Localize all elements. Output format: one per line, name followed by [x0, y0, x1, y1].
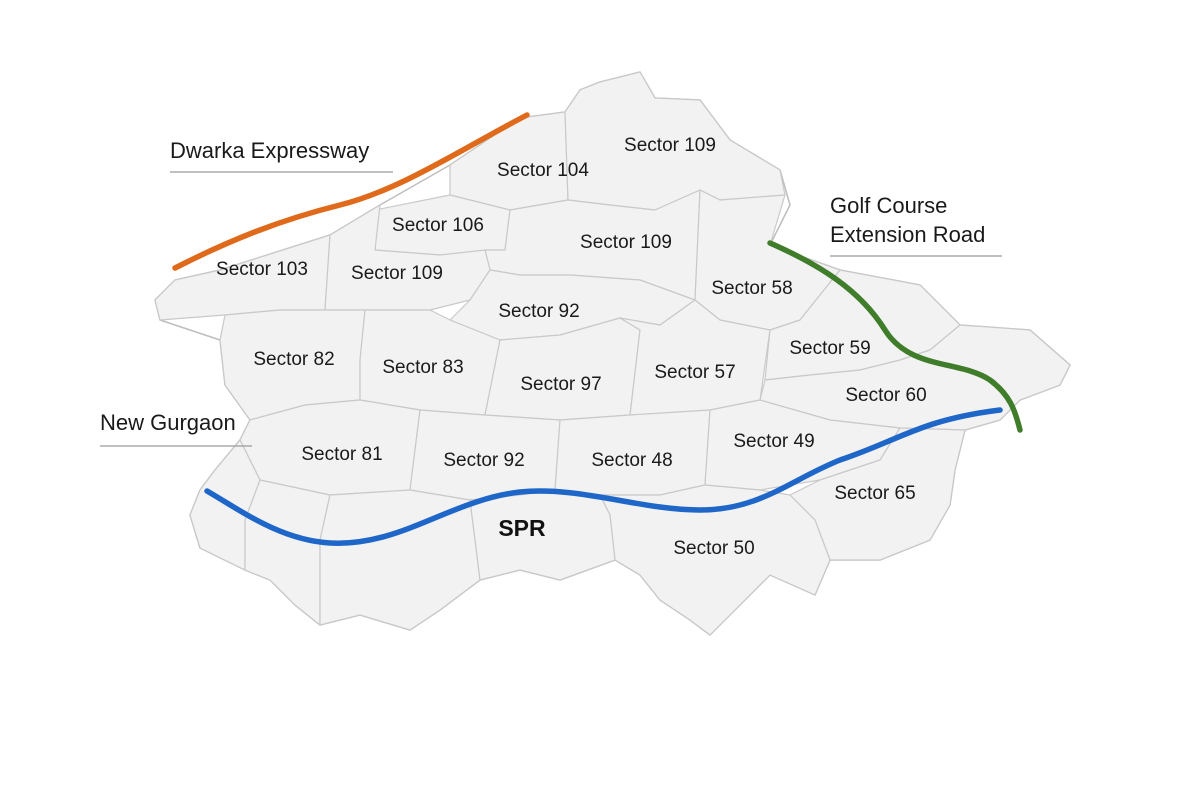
new-gurgaon-label: New Gurgaon [100, 410, 236, 435]
dwarka-expressway-line [172, 112, 530, 271]
sector-label-49: Sector 49 [733, 431, 814, 452]
sector-label-97: Sector 97 [520, 374, 601, 395]
sector-shape-spr-left-2 [244, 479, 331, 626]
sector-label-82: Sector 82 [253, 349, 334, 370]
spr-road-line [204, 407, 1003, 546]
sector-shape-spr-left-3 [319, 489, 481, 631]
sector-shapes [154, 71, 1071, 636]
sector-label-57: Sector 57 [654, 362, 735, 383]
sector-label-65: Sector 65 [834, 483, 915, 504]
sector-shape-57 [619, 299, 771, 416]
sector-label-83: Sector 83 [382, 357, 463, 378]
dwarka-expressway-label: Dwarka Expressway [170, 138, 369, 163]
sector-shape-65 [789, 427, 966, 561]
sector-label-81: Sector 81 [301, 444, 382, 465]
sector-label-106: Sector 106 [392, 215, 484, 236]
spr-label: SPR [498, 515, 546, 541]
sector-label-109-left: Sector 109 [351, 263, 443, 284]
sector-shape-50 [599, 484, 831, 636]
golf-course-label-line2: Extension Road [830, 222, 985, 247]
golf-course-extension-road-line [767, 240, 1023, 433]
sector-label-92-bottom: Sector 92 [443, 450, 524, 471]
sector-label-48: Sector 48 [591, 450, 672, 471]
sector-label-50: Sector 50 [673, 538, 754, 559]
sector-label-58: Sector 58 [711, 278, 792, 299]
sector-label-59: Sector 59 [789, 338, 870, 359]
sector-labels: Sector 104 Sector 109 Sector 106 Sector … [216, 135, 927, 559]
sector-label-109-top: Sector 109 [624, 135, 716, 156]
sector-label-104: Sector 104 [497, 160, 589, 181]
sector-label-60: Sector 60 [845, 385, 926, 406]
sector-label-92-top: Sector 92 [498, 301, 579, 322]
sector-label-103: Sector 103 [216, 259, 308, 280]
sector-label-109-mid: Sector 109 [580, 232, 672, 253]
golf-course-label-line1: Golf Course [830, 193, 947, 218]
